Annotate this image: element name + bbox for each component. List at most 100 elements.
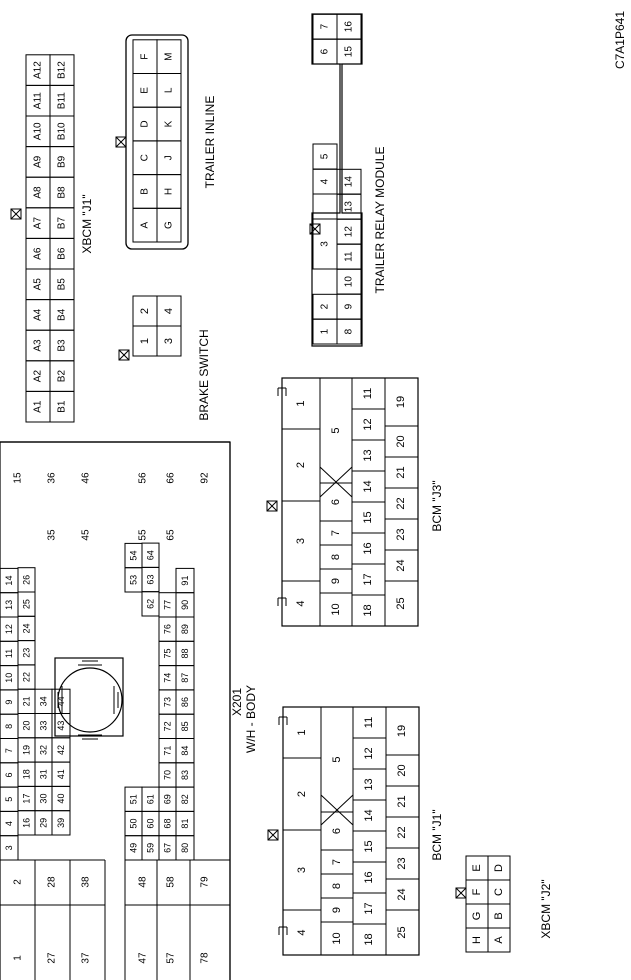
- xbcm-j1-row-b-pin: B3: [57, 339, 68, 352]
- bcm-j1-connector-pin: 2: [296, 791, 308, 797]
- trailer-relay-pin: 11: [344, 251, 355, 262]
- x201-pin: 69: [163, 794, 173, 804]
- x201-pin: 15: [13, 472, 24, 484]
- bcm-j1-connector-pin: 22: [396, 826, 408, 838]
- xbcm-j2-pin: D: [493, 864, 505, 872]
- x201-pin: 19: [22, 745, 32, 755]
- x201-pin: 33: [39, 721, 49, 731]
- x201-center-socket: [54, 657, 124, 740]
- bcm-j3-connector-pin: 15: [362, 511, 374, 523]
- key-box: [10, 208, 22, 220]
- x201-pin: 34: [39, 696, 49, 706]
- x201-pin: 2: [13, 879, 24, 885]
- xbcm-j2-pin: H: [471, 936, 483, 944]
- x201-pin: 71: [163, 746, 173, 756]
- xbcm-j1-row-a-pin: A8: [33, 186, 44, 199]
- key-marker-icon: [266, 500, 278, 512]
- x201-pin: 22: [22, 672, 32, 682]
- x201-pin: 91: [180, 576, 190, 586]
- x201-pin: 30: [39, 794, 49, 804]
- bcm-j1-connector-pin: 8: [331, 883, 343, 889]
- x201-pin: 78: [200, 952, 211, 964]
- x201-pin: 46: [81, 472, 92, 484]
- x201-pin: 90: [180, 600, 190, 610]
- trailer-inline-top-pin: D: [140, 120, 151, 127]
- bcm-j1-connector-label: BCM "J1": [430, 809, 444, 860]
- bcm-j1-connector-pin: 14: [363, 809, 375, 821]
- x201-pin: 61: [146, 794, 156, 804]
- trailer-inline-top-pin: B: [140, 188, 151, 195]
- xbcm-j1-row-a-pin: A5: [33, 278, 44, 291]
- bcm-j3-connector-pin: 17: [362, 573, 374, 585]
- x201-pin: 68: [163, 819, 173, 829]
- bcm-j1-connector-pin: 11: [363, 717, 375, 728]
- x201-pin: 32: [39, 745, 49, 755]
- x201-pin: 86: [180, 697, 190, 707]
- x201-pin: 60: [146, 819, 156, 829]
- bcm-j3-connector-pin: 20: [395, 435, 407, 447]
- xbcm-j1-row-b-pin: B5: [57, 278, 68, 291]
- x201-pin: 40: [56, 794, 66, 804]
- xbcm-j2-pin: E: [471, 864, 483, 871]
- x201-pin: 49: [129, 843, 139, 853]
- bcm-j1-connector-pin: 10: [331, 932, 343, 944]
- trailer-relay-top-cell: [312, 293, 338, 320]
- x201-pin: 88: [180, 648, 190, 658]
- bcm-j1-connector-pin: 12: [363, 747, 375, 759]
- bcm-j1-connector-pin: 1: [296, 729, 308, 735]
- bcm-j1-connector-pin: 25: [396, 926, 408, 938]
- key-marker-icon: [118, 349, 130, 361]
- x201-pin: 1: [13, 955, 24, 961]
- x201-pin: 92: [200, 472, 211, 484]
- key-box: [309, 223, 321, 235]
- bcm-j1-connector-pin: 21: [396, 795, 408, 807]
- bcm-j1-connector-r3-cell: [385, 706, 420, 756]
- xbcm-j2-label: XBCM "J2": [539, 879, 553, 938]
- x201-label: X201: [230, 688, 244, 716]
- xbcm-j1-row-a-pin: A4: [33, 308, 44, 321]
- x201-pin: 77: [163, 600, 173, 610]
- x201-pin: 13: [4, 600, 14, 610]
- x201-pin: 37: [81, 952, 92, 964]
- xbcm-j1-row-b-pin: B6: [57, 247, 68, 260]
- bcm-j1-connector-pin: 9: [331, 907, 343, 913]
- bcm-j3-connector-pin: 8: [330, 554, 342, 560]
- bcm-j3-connector-pin: 14: [362, 480, 374, 492]
- trailer-relay-label: TRAILER RELAY MODULE: [373, 147, 387, 294]
- bcm-j3-connector-pin: 13: [362, 449, 374, 461]
- bcm-j3-connector-pin: 12: [362, 418, 374, 430]
- latch-tab-icon: [277, 597, 287, 606]
- trailer-inline-top-pin: F: [140, 54, 151, 60]
- x201-pin: 67: [163, 843, 173, 853]
- x201-pin: 44: [56, 696, 66, 706]
- bcm-j3-connector-pin: 4: [295, 600, 307, 606]
- x201-pin: 27: [47, 952, 58, 964]
- trailer-inline-top-pin: A: [140, 221, 151, 228]
- x201-pin: 10: [4, 673, 14, 683]
- bcm-j3-connector-pin: 19: [395, 396, 407, 408]
- trailer-relay-pin: 8: [344, 328, 355, 334]
- x201-pin: 25: [22, 599, 32, 609]
- xbcm-j2-pin: F: [471, 888, 483, 895]
- bcm-j3-connector-pin: 7: [330, 530, 342, 536]
- x201-pin: 16: [22, 818, 32, 828]
- x201-pin: 20: [22, 721, 32, 731]
- bcm-j1-connector-pin: 24: [396, 888, 408, 900]
- x201-pin: 66: [166, 472, 177, 484]
- xbcm-j2-pin: B: [493, 912, 505, 919]
- bcm-j3-connector-pin: 11: [362, 388, 374, 399]
- bcm-j1-connector-pin: 19: [396, 725, 408, 737]
- key-marker-icon: [455, 887, 467, 899]
- xbcm-j1-row-a-pin: A11: [33, 92, 44, 109]
- xbcm-j1-row-b-pin: B12: [57, 61, 68, 79]
- x201-pin: 14: [4, 576, 14, 586]
- x201-pin: 74: [163, 673, 173, 683]
- x201-pin: 21: [22, 696, 32, 706]
- trailer-relay-pin: 16: [344, 21, 355, 33]
- trailer-relay-pin: 3: [320, 241, 331, 247]
- bcm-j3-connector-pin: 1: [295, 400, 307, 406]
- x201-pin: 76: [163, 624, 173, 634]
- bcm-j3-connector-pin: 22: [395, 497, 407, 509]
- x201-pin: 12: [4, 624, 14, 634]
